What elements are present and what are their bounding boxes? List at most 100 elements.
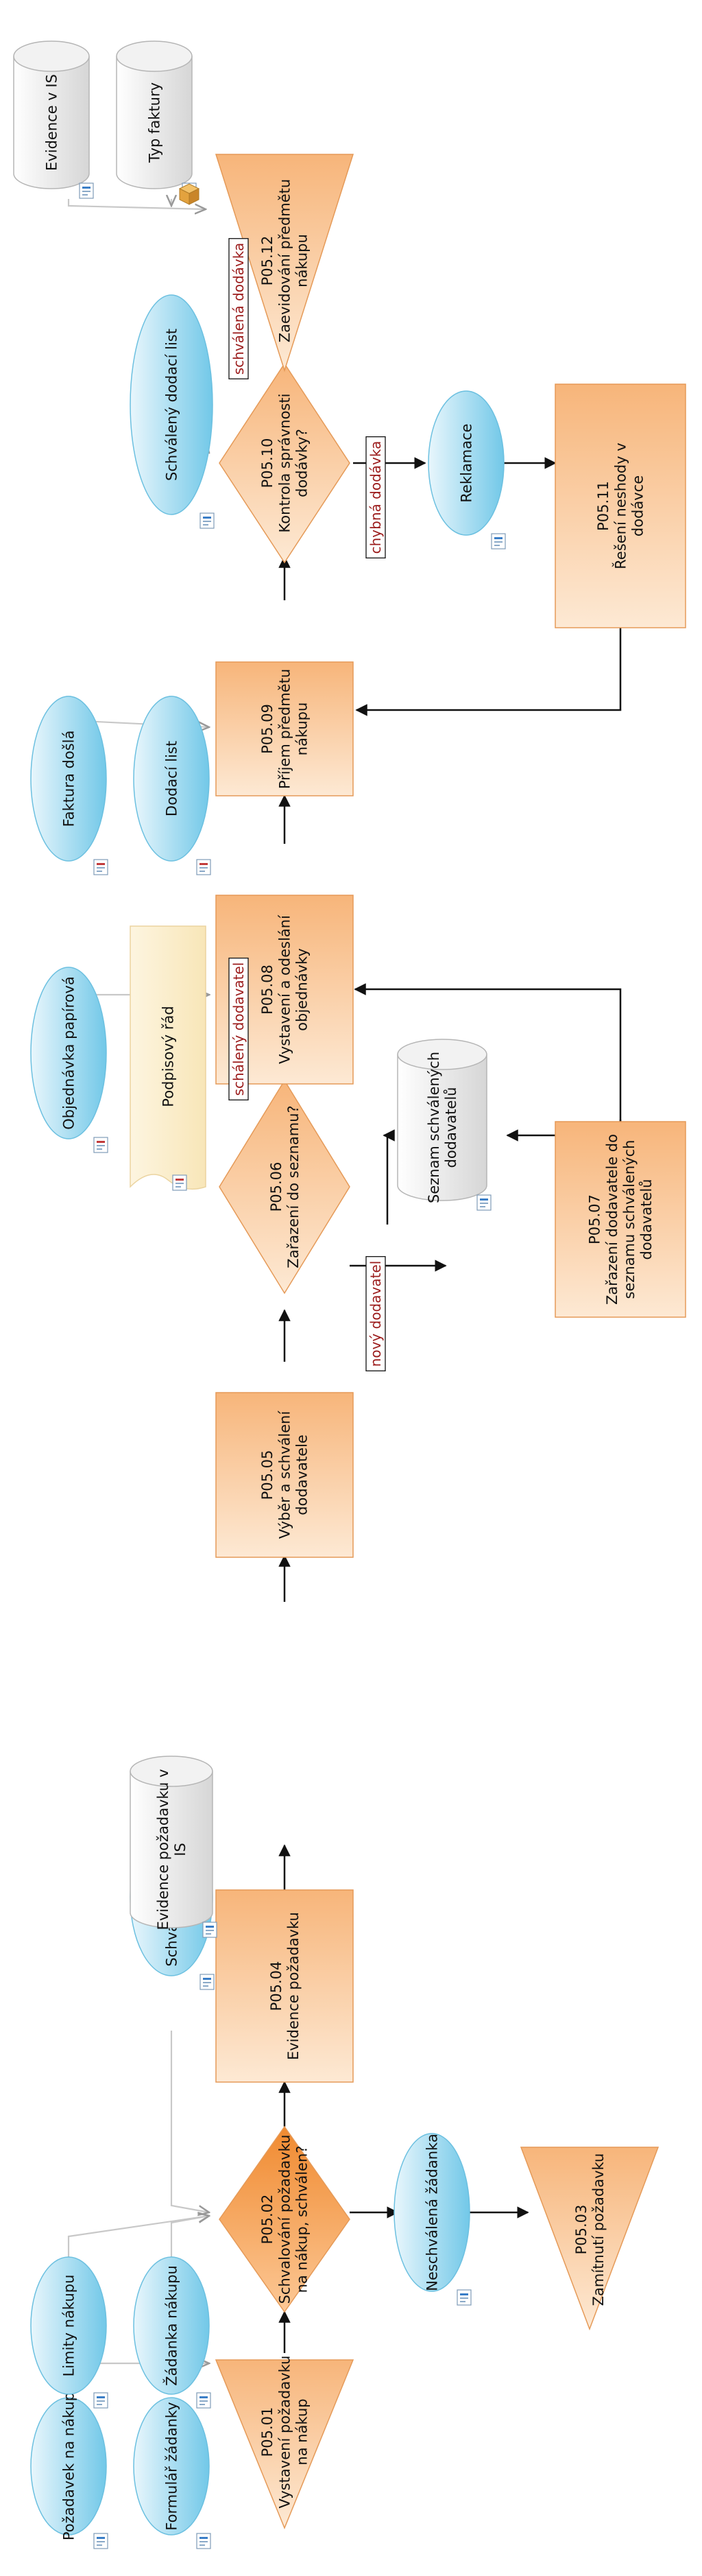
label-schvalena-dodavka-text: schválená dodávka: [230, 243, 247, 375]
decision-text-line: na nákup, schválen?: [294, 2146, 311, 2293]
process-p0509[interactable]: P05.09Příjem předmětunákupu: [215, 661, 354, 796]
flow-connector: [355, 628, 622, 716]
event-text-line: na nákup: [294, 2398, 311, 2465]
label-schvaleny-dodavatel: schálený dodavatel: [228, 957, 249, 1101]
process-p0511[interactable]: P05.11Řešení neshody vdodávce: [555, 383, 686, 628]
event-shape: [215, 2359, 354, 2529]
document-shape: [133, 696, 210, 862]
document-shape: [30, 967, 107, 1139]
database-body: [13, 56, 90, 189]
document-label-line: Objednávka papírová: [60, 976, 77, 1130]
document-shape: [30, 696, 107, 862]
document-schvaleny_dodaci_list[interactable]: Schválený dodací list: [130, 294, 215, 529]
decision-text: P05.02Schvalování požadavkuna nákup, sch…: [259, 2135, 310, 2304]
process-box: [215, 1392, 354, 1558]
label-schvalena-dodavka: schválená dodávka: [228, 238, 249, 379]
document-shape: [394, 2133, 470, 2292]
document-label: Objednávka papírová: [60, 976, 77, 1130]
database-evidence_is[interactable]: Evidence v IS: [13, 40, 94, 199]
process-text: P05.09Příjem předmětunákupu: [259, 669, 310, 789]
document-pozadavek[interactable]: Požadavek na nákup: [30, 2392, 108, 2549]
event-p0503[interactable]: P05.03Zamítnutí požadavku: [520, 2147, 659, 2331]
database-evidence_pozadavku[interactable]: Evidence požadavku vIS: [130, 1756, 217, 1938]
document-limity[interactable]: Limity nákupu: [30, 2256, 108, 2409]
document-badge-icon: [199, 1974, 215, 1990]
database-label-line: Typ faktury: [146, 82, 162, 163]
document-label: Žádanka nákupu: [162, 2265, 180, 2386]
event-text: P05.01Vystavení požadavkuna nákup: [259, 2356, 310, 2509]
label-novy-dodavatel: nový dodavatel: [365, 1256, 386, 1371]
document-formular[interactable]: Formulář žádanky: [133, 2397, 211, 2549]
document-zadanka[interactable]: Žádanka nákupu: [133, 2256, 211, 2409]
event-p0501[interactable]: P05.01Vystavení požadavkuna nákup: [215, 2356, 354, 2529]
database-cap: [116, 40, 193, 72]
decision-p0502[interactable]: P05.02Schvalování požadavkuna nákup, sch…: [219, 2125, 350, 2313]
label-chybna-dodavka: chybná dodávka: [365, 436, 386, 559]
decision-text-line: dodávky?: [294, 429, 311, 497]
database-label-line: IS: [172, 1843, 189, 1856]
process-text-line: P05.11: [595, 481, 612, 531]
document-label-line: Žádanka nákupu: [162, 2265, 180, 2386]
decision-shape: [219, 1079, 350, 1295]
database-seznam_dodavatelu[interactable]: Seznam schválenýchdodavatelů: [397, 1039, 492, 1211]
process-p0507[interactable]: P05.07Zařazení dodavatele doseznamu schv…: [555, 1121, 686, 1318]
report-badge-icon: [172, 1174, 187, 1191]
process-p0504[interactable]: P05.04Evidence požadavku: [215, 1889, 354, 2083]
document-objednavka[interactable]: Objednávka papírová: [30, 967, 108, 1153]
event-text-line: P05.03: [573, 2205, 590, 2255]
database-cap: [130, 1756, 213, 1787]
document-neschvalena_zadanka[interactable]: Neschválená žádanka: [394, 2133, 472, 2306]
document-reklamace[interactable]: Reklamace: [428, 390, 506, 550]
process-text-line: Příjem předmětu: [276, 669, 293, 789]
process-text: P05.08Vystavení a odesláníobjednávky: [259, 914, 310, 1064]
database-body: [130, 1771, 213, 1928]
package-icon: [178, 183, 200, 205]
process-text: P05.04Evidence požadavku: [268, 1912, 302, 2060]
process-text-line: nákupu: [294, 702, 311, 756]
database-label: Typ faktury: [146, 82, 162, 163]
decision-p0506[interactable]: P05.06Zařazení do seznamu?: [219, 1079, 350, 1295]
event-p0512[interactable]: P05.12Zaevidování předmětunákupu: [215, 154, 354, 373]
document-label: Reklamace: [458, 423, 474, 502]
database-cap: [13, 40, 90, 72]
process-text-line: objednávky: [294, 948, 311, 1031]
decision-text-line: P05.10: [259, 438, 276, 488]
document-label: Formulář žádanky: [163, 2402, 180, 2530]
labels-layer: schválená dodávka chybná dodávka schálený …: [228, 238, 386, 1371]
document-shape: [30, 2397, 107, 2536]
report-badge-icon: [93, 859, 108, 875]
database-label: Seznam schválenýchdodavatelů: [426, 1052, 459, 1203]
process-text-line: P05.09: [259, 704, 276, 754]
paper-label: Podpisový řád: [160, 1006, 176, 1107]
database-cap: [397, 1039, 487, 1070]
document-podpisovy_rad[interactable]: Podpisový řád: [130, 925, 206, 1191]
decision-p0510[interactable]: P05.10Kontrola správnostidodávky?: [219, 362, 350, 564]
association-connector: [170, 2216, 209, 2257]
decision-text: P05.06Zařazení do seznamu?: [268, 1105, 302, 1268]
process-p0505[interactable]: P05.05Výběr a schválenídodavatele: [215, 1392, 354, 1558]
decision-text: P05.10Kontrola správnostidodávky?: [259, 394, 310, 533]
event-text: P05.03Zamítnutí požadavku: [573, 2153, 607, 2306]
process-box: [555, 1121, 686, 1318]
document-badge-icon: [491, 533, 506, 550]
paper-label-line: Podpisový řád: [160, 1006, 176, 1107]
document-label-line: Dodací list: [163, 741, 180, 816]
document-shape: [428, 390, 505, 536]
process-text-line: Vystavení a odeslání: [276, 914, 293, 1064]
document-label: Požadavek na nákup: [60, 2392, 77, 2540]
document-dodaci_list[interactable]: Dodací list: [133, 696, 211, 875]
database-label-line: Evidence v IS: [43, 74, 60, 171]
process-text-line: P05.04: [268, 1961, 285, 2011]
database-label-line: dodavatelů: [443, 1087, 459, 1168]
process-text: P05.05Výběr a schválenídodavatele: [259, 1410, 310, 1539]
database-typ_faktury[interactable]: Typ faktury: [116, 40, 197, 199]
document-label-line: Neschválená žádanka: [424, 2134, 440, 2291]
association-connector: [170, 2031, 209, 2212]
flow-connector: [383, 1129, 395, 1225]
decision-shape: [219, 362, 350, 564]
document-badge-icon: [79, 182, 94, 199]
document-faktura_dosla[interactable]: Faktura došlá: [30, 696, 108, 875]
process-text-line: dodávce: [630, 475, 646, 536]
event-text: P05.12Zaevidování předmětunákupu: [259, 179, 310, 342]
database-label: Evidence požadavku vIS: [155, 1769, 189, 1930]
